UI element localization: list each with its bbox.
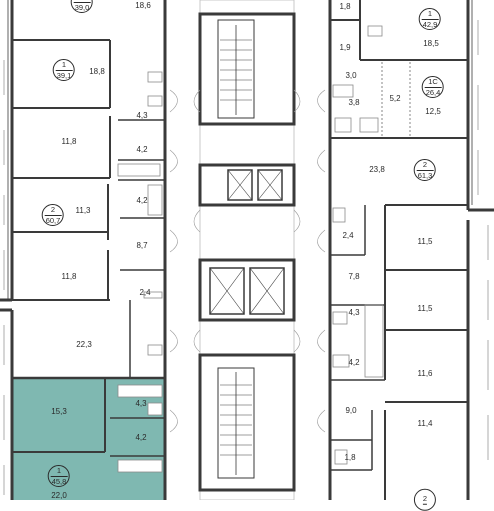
apartment-area [422,503,428,505]
apartment-rooms: 2 [422,160,428,169]
apartment-area: 61,3 [416,169,434,180]
room-area-label: 18,8 [89,67,105,76]
room-area-label: 11,4 [417,419,433,428]
room-area-label: 23,8 [369,165,385,174]
room-area-label: 3,0 [345,71,357,80]
room-area-label: 11,3 [75,206,91,215]
room-area-label: 11,8 [61,137,77,146]
apartment-area: 39,0 [73,1,91,12]
apartment-area: 39,1 [55,69,73,80]
apartment-badge[interactable]: 1 42,9 [421,9,439,29]
right-section-walls [328,0,494,500]
room-area-label: 9,0 [345,406,357,415]
room-area-label: 2,4 [139,288,151,297]
room-area-label: 3,8 [348,98,360,107]
room-area-label: 15,3 [51,407,67,416]
left-section-walls [0,0,167,500]
apartment-area: 42,9 [421,18,439,29]
apartment-rooms: 2 [422,493,428,503]
room-area-label: 4,3 [136,111,148,120]
room-area-label: 7,8 [348,272,360,281]
room-area-label: 4,2 [348,358,360,367]
apartment-rooms: 1 [61,60,67,69]
apartment-badge[interactable]: 1 39,1 [55,60,73,80]
room-area-label: 22,3 [76,340,92,349]
apartment-badge[interactable]: 2 60,7 [44,205,62,225]
left-fixtures [117,71,163,473]
room-area-label: 5,2 [389,94,401,103]
studio-partitions [381,62,411,136]
apartment-area: 26,4 [424,86,442,97]
right-fixtures [332,25,384,465]
room-area-label: 2,4 [342,231,354,240]
room-area-label: 4,2 [136,196,148,205]
right-windows [477,20,489,460]
room-area-label: 12,5 [425,107,441,116]
room-area-label: 18,5 [423,39,439,48]
room-area-label: 8,7 [136,241,148,250]
room-area-label: 22,0 [51,491,67,500]
apartment-badge[interactable]: 1С 26,4 [424,77,442,97]
room-area-label: 11,8 [61,272,77,281]
room-area-label: 1,8 [339,2,351,11]
highlighted-apartment[interactable] [12,378,166,500]
door-swings [169,89,326,433]
apartment-badge[interactable]: 2 [422,493,428,506]
apartment-badge[interactable]: 1 45,8 [50,466,68,486]
room-area-label: 4,3 [135,399,147,408]
room-area-label: 11,5 [417,304,433,313]
room-area-label: 1,9 [339,43,351,52]
apartment-rooms: 1 [74,0,91,2]
apartment-rooms: 1С [428,77,438,86]
central-core [198,0,296,500]
room-area-label: 1,8 [344,453,356,462]
apartment-rooms: 1 [427,9,433,18]
room-area-label: 4,3 [348,308,360,317]
apartment-rooms: 1 [56,466,62,475]
apartment-rooms: 2 [50,205,56,214]
room-area-label: 18,6 [135,1,151,10]
room-area-label: 11,5 [417,237,433,246]
apartment-badge[interactable]: 1 39,0 [73,0,91,12]
room-area-label: 11,6 [417,369,433,378]
room-area-label: 4,2 [136,145,148,154]
apartment-badge[interactable]: 2 61,3 [416,160,434,180]
room-area-label: 4,2 [135,433,147,442]
apartment-area: 60,7 [44,214,62,225]
floor-plan [0,0,494,500]
apartment-area: 45,8 [50,475,68,486]
